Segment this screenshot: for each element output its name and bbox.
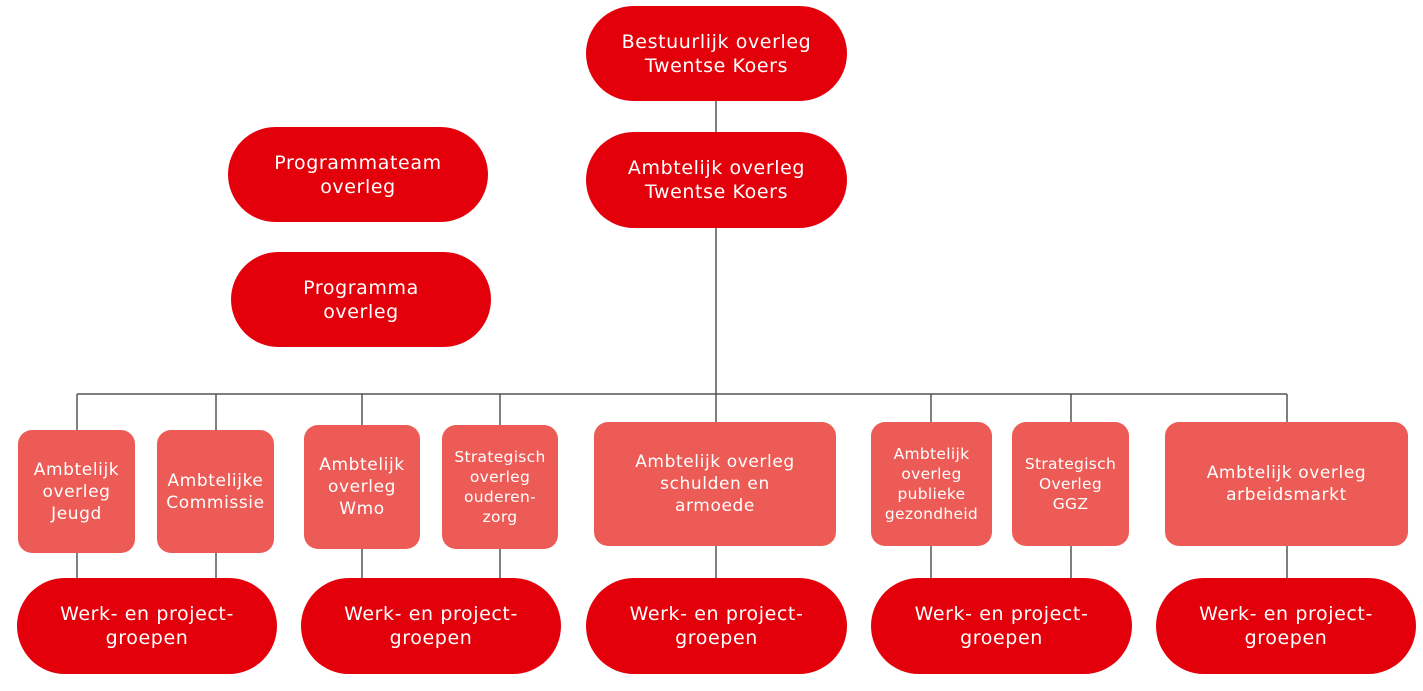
werkgroepen-node: Werk- en project- groepen xyxy=(1156,578,1416,674)
commissie-node: Ambtelijke Commissie xyxy=(157,430,274,553)
ambtelijk-overleg-twentse-koers-node: Ambtelijk overleg Twentse Koers xyxy=(586,132,847,228)
jeugd-node: Ambtelijk overleg Jeugd xyxy=(18,430,135,553)
schulden-armoede-node: Ambtelijk overleg schulden en armoede xyxy=(594,422,836,546)
werkgroepen-node: Werk- en project- groepen xyxy=(17,578,277,674)
programma-overleg-node: Programma overleg xyxy=(231,252,491,347)
programmateam-overleg-node: Programmateam overleg xyxy=(228,127,488,222)
arbeidsmarkt-node: Ambtelijk overleg arbeidsmarkt xyxy=(1165,422,1408,546)
werkgroepen-node: Werk- en project- groepen xyxy=(871,578,1132,674)
werkgroepen-node: Werk- en project- groepen xyxy=(301,578,561,674)
ouderenzorg-node: Strategisch overleg ouderen- zorg xyxy=(442,425,558,549)
werkgroepen-node: Werk- en project- groepen xyxy=(586,578,847,674)
bestuurlijk-overleg-node: Bestuurlijk overleg Twentse Koers xyxy=(586,6,847,101)
ggz-node: Strategisch Overleg GGZ xyxy=(1012,422,1129,546)
wmo-node: Ambtelijk overleg Wmo xyxy=(304,425,420,549)
publieke-gezondheid-node: Ambtelijk overleg publieke gezondheid xyxy=(871,422,992,546)
